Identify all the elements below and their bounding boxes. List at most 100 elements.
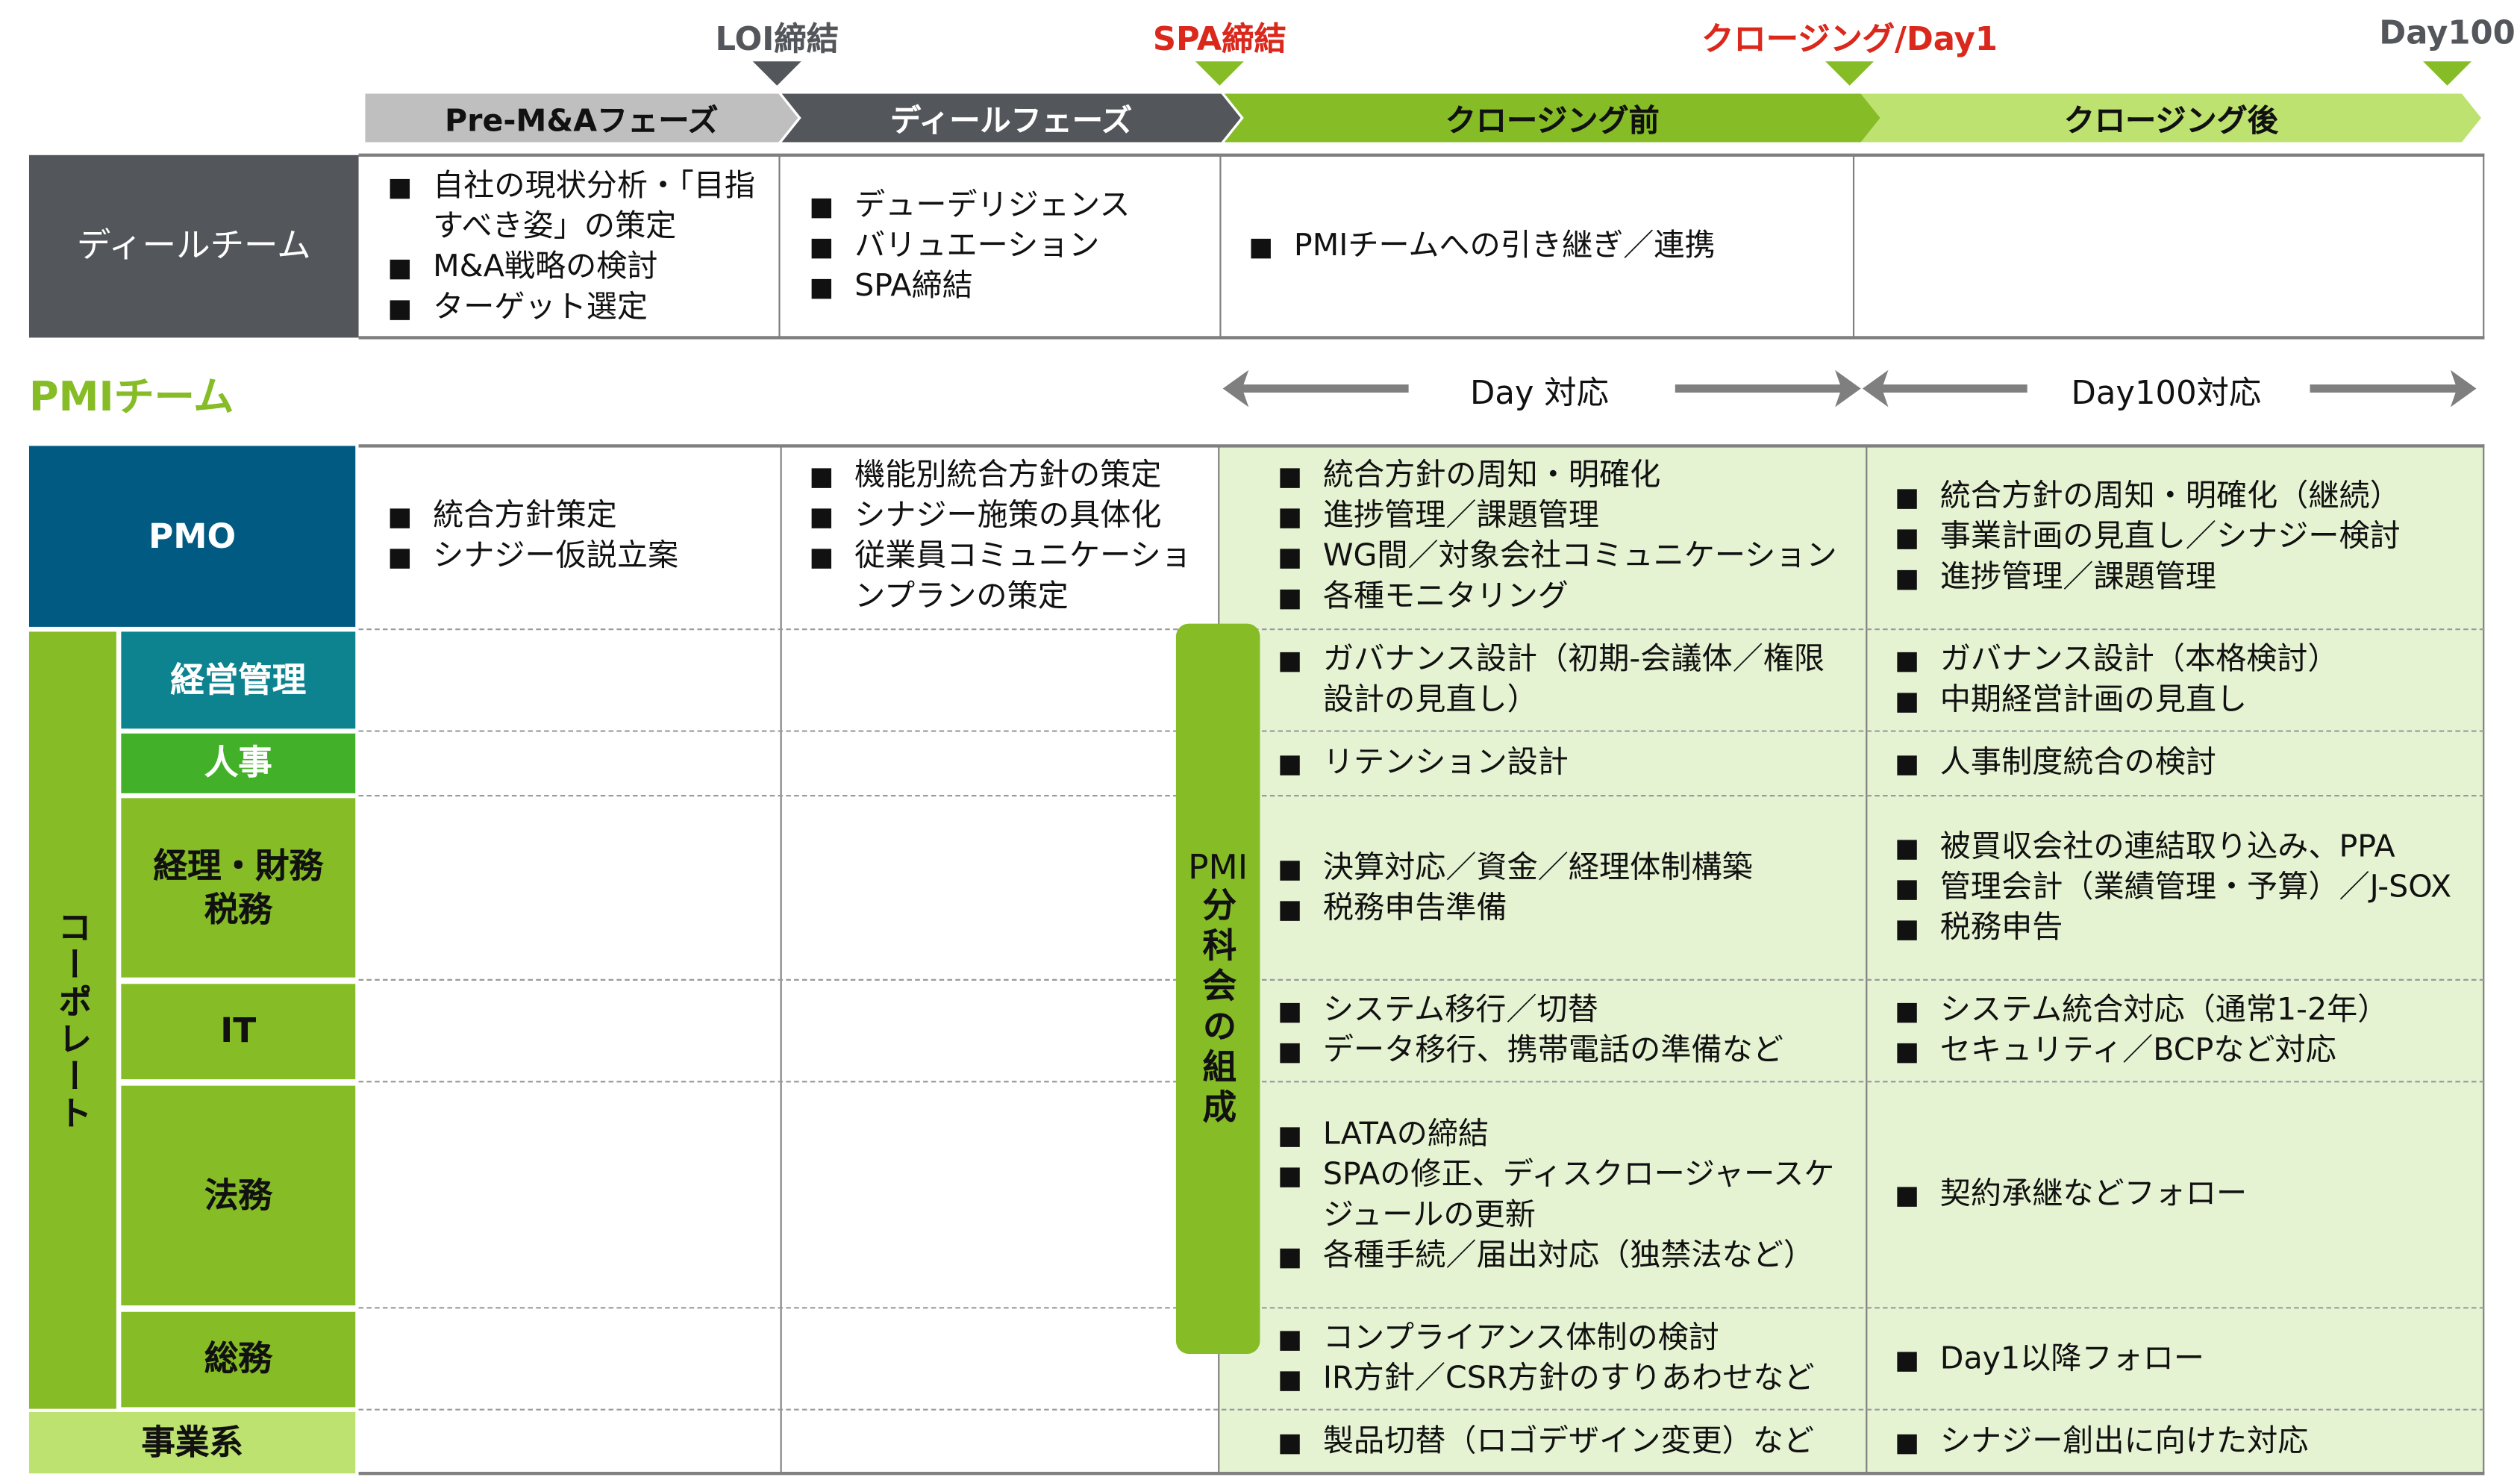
list-item: 契約承継などフォロー: [1895, 1175, 2468, 1215]
bullet-list: 人事制度統合の検討: [1895, 743, 2468, 784]
pmi-committee-label: PMI 分科会の組成: [1175, 623, 1260, 1355]
pmi-cell: 統合方針の周知・明確化（継続）事業計画の見直し／シナジー検討進捗管理／課題管理: [1866, 446, 2484, 626]
pmi-cell: [781, 1411, 1220, 1473]
bullet-list: システム移行／切替データ移行、携帯電話の準備など: [1278, 990, 1849, 1071]
list-item: 従業員コミュニケーションプランの策定: [810, 537, 1204, 617]
bullet-list: シナジー創出に向けた対応: [1895, 1422, 2468, 1462]
list-item: ガバナンス設計（初期-会議体／権限設計の見直し）: [1278, 640, 1849, 720]
list-item: 税務申告準備: [1278, 888, 1849, 928]
row-separator: [358, 628, 2485, 631]
bullet-list: 自社の現状分析・「目指すべき姿」の策定M&A戦略の検討ターゲット選定: [388, 166, 763, 327]
pmi-cell: [781, 732, 1220, 795]
committee-label-text: 分科会の組成: [1198, 887, 1238, 1130]
list-item: 中期経営計画の見直し: [1895, 680, 2468, 720]
phase-label: Pre-M&Aフェーズ: [445, 102, 719, 139]
list-item: システム移行／切替: [1278, 990, 1849, 1031]
list-item: WG間／対象会社コミュニケーション: [1278, 537, 1849, 577]
pmi-cell: [359, 732, 781, 795]
list-item: データ移行、携帯電話の準備など: [1278, 1031, 1849, 1071]
pmi-cell: 統合方針の周知・明確化進捗管理／課題管理WG間／対象会社コミュニケーション各種モ…: [1219, 446, 1866, 626]
list-item: ガバナンス設計（本格検討）: [1895, 640, 2468, 680]
list-item: 進捗管理／課題管理: [1895, 557, 2468, 597]
bullet-list: デューデリジェンスバリュエーションSPA締結: [810, 186, 1204, 307]
list-item: 統合方針の周知・明確化: [1278, 455, 1849, 496]
milestone-marker-icon: [752, 61, 801, 86]
list-item: IR方針／CSR方針のすりあわせなど: [1278, 1359, 1849, 1399]
pmi-cell: 決算対応／資金／経理体制構築税務申告準備: [1219, 796, 1866, 979]
row-separator: [358, 1408, 2485, 1411]
pmi-cell: [781, 630, 1220, 730]
pmi-grid: [358, 444, 2485, 1476]
pmi-cell: システム移行／切替データ移行、携帯電話の準備など: [1219, 981, 1866, 1081]
pmi-cell: 被買収会社の連結取り込み、PPA管理会計（業績管理・予算）／J-SOX税務申告: [1866, 796, 2484, 979]
list-item: リテンション設計: [1278, 743, 1849, 784]
row-label-legal: 法務: [121, 1085, 356, 1306]
row-label-hr: 人事: [121, 733, 356, 793]
bullet-list: 被買収会社の連結取り込み、PPA管理会計（業績管理・予算）／J-SOX税務申告: [1895, 827, 2468, 948]
phase-label: クロージング後: [2063, 102, 2278, 139]
bullet-list: リテンション設計: [1278, 743, 1849, 784]
pmi-cell: Day1以降フォロー: [1866, 1308, 2484, 1408]
row-label-management: 経営管理: [121, 631, 356, 729]
deal-cell-post-closing: [1853, 155, 2484, 338]
phase-label: ディールフェーズ: [890, 102, 1133, 139]
divider: [1866, 446, 1868, 1474]
list-item: M&A戦略の検討: [388, 246, 763, 287]
pmi-cell: [781, 1082, 1220, 1307]
pmi-cell: 契約承継などフォロー: [1866, 1082, 2484, 1307]
row-separator: [358, 1081, 2485, 1083]
row-separator: [358, 795, 2485, 797]
bullet-list: PMIチームへの引き継ぎ／連携: [1248, 226, 1836, 266]
phase-pre-closing: クロージング前: [1225, 94, 1880, 143]
list-item: SPAの修正、ディスクロージャースケジュールの更新: [1278, 1155, 1849, 1235]
bullet-list: Day1以降フォロー: [1895, 1338, 2468, 1378]
list-item: 進捗管理／課題管理: [1278, 496, 1849, 537]
list-item: 事業計画の見直し／シナジー検討: [1895, 516, 2468, 557]
list-item: 製品切替（ロゴデザイン変更）など: [1278, 1422, 1849, 1462]
pmi-cell: [781, 796, 1220, 979]
deal-cell-deal: デューデリジェンスバリュエーションSPA締結: [781, 155, 1220, 338]
phase-pre-ma: Pre-M&Aフェーズ: [365, 94, 798, 143]
bullet-list: LATAの締結SPAの修正、ディスクロージャースケジュールの更新各種手続／届出対…: [1278, 1114, 1849, 1276]
divider: [1219, 154, 1222, 338]
list-item: 統合方針策定: [388, 496, 764, 537]
list-item: セキュリティ／BCPなど対応: [1895, 1031, 2468, 1071]
list-item: ターゲット選定: [388, 287, 763, 327]
list-item: 各種モニタリング: [1278, 577, 1849, 617]
bullet-list: 統合方針策定シナジー仮説立案: [388, 496, 764, 577]
bullet-list: ガバナンス設計（初期-会議体／権限設計の見直し）: [1278, 640, 1849, 720]
committee-label-pmi: PMI: [1188, 848, 1248, 887]
milestone-closing: クロージング/Day1: [1701, 19, 1998, 58]
pmi-cell: 人事制度統合の検討: [1866, 732, 2484, 795]
milestone-marker-icon: [1195, 61, 1244, 86]
row-separator: [358, 730, 2485, 732]
pmi-cell: コンプライアンス体制の検討IR方針／CSR方針のすりあわせなど: [1219, 1308, 1866, 1408]
pmi-cell: システム統合対応（通常1-2年）セキュリティ／BCPなど対応: [1866, 981, 2484, 1081]
pmi-cell: [359, 630, 781, 730]
list-item: 自社の現状分析・「目指すべき姿」の策定: [388, 166, 763, 246]
pmi-cell: [359, 1308, 781, 1408]
list-item: 決算対応／資金／経理体制構築: [1278, 847, 1849, 887]
list-item: PMIチームへの引き継ぎ／連携: [1248, 226, 1836, 266]
list-item: バリュエーション: [810, 226, 1204, 266]
pmi-cell: [359, 1411, 781, 1473]
period-arrows-icon: [1222, 369, 2477, 408]
pmi-cell: [359, 1082, 781, 1307]
bullet-list: 機能別統合方針の策定シナジー施策の具体化従業員コミュニケーションプランの策定: [810, 455, 1204, 616]
list-item: システム統合対応（通常1-2年）: [1895, 990, 2468, 1031]
row-separator: [358, 978, 2485, 981]
row-label-pmo: PMO: [28, 446, 356, 627]
day-period-label: Day 対応: [1470, 373, 1609, 412]
list-item: 機能別統合方針の策定: [810, 455, 1204, 496]
deal-team-label: ディールチーム: [28, 154, 359, 338]
bullet-list: 契約承継などフォロー: [1895, 1175, 2468, 1215]
row-label-general-affairs: 総務: [121, 1311, 356, 1408]
pmi-cell: LATAの締結SPAの修正、ディスクロージャースケジュールの更新各種手続／届出対…: [1219, 1082, 1866, 1307]
pmi-cell: リテンション設計: [1219, 732, 1866, 795]
milestone-spa: SPA締結: [1152, 19, 1286, 58]
pmi-cell: 製品切替（ロゴデザイン変更）など: [1219, 1411, 1866, 1473]
pmi-cell: [359, 981, 781, 1081]
bullet-list: ガバナンス設計（本格検討）中期経営計画の見直し: [1895, 640, 2468, 720]
pmi-cell: 統合方針策定シナジー仮説立案: [359, 446, 781, 626]
